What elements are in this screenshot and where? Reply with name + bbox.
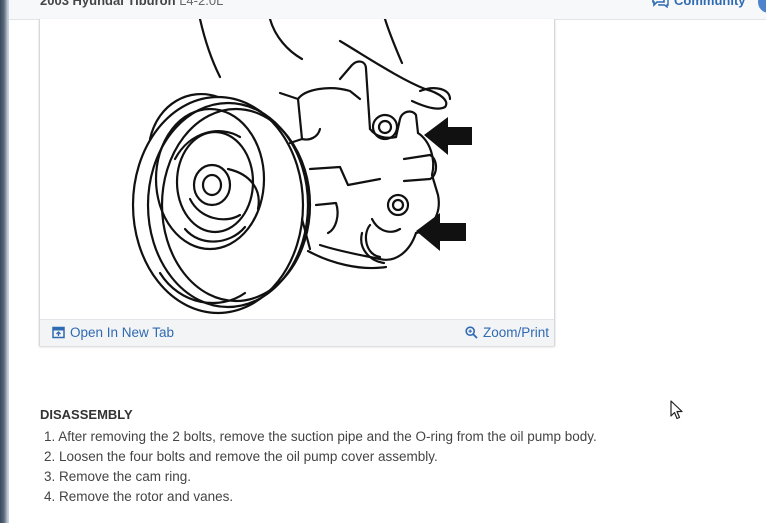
steps-list: 1. After removing the 2 bolts, remove th… xyxy=(44,427,597,507)
power-steering-pump-diagram xyxy=(131,19,472,315)
window-left-edge xyxy=(0,0,9,523)
zoom-print-label: Zoom/Print xyxy=(482,325,549,340)
open-in-new-tab-label: Open In New Tab xyxy=(70,325,175,340)
list-item: 4. Remove the rotor and vanes. xyxy=(44,489,234,504)
list-item: 2. Loosen the four bolts and remove the … xyxy=(44,449,438,464)
vehicle-name: 2003 Hyundai Tiburon xyxy=(40,0,176,8)
list-item: 1. After removing the 2 bolts, remove th… xyxy=(44,429,597,444)
avatar[interactable] xyxy=(758,0,766,13)
zoom-print-button[interactable]: Zoom/Print xyxy=(465,325,549,340)
magnifier-icon xyxy=(465,326,478,339)
list-item: 3. Remove the cam ring. xyxy=(44,469,192,484)
chat-bubble-icon xyxy=(652,0,669,8)
open-in-new-tab-button[interactable]: Open In New Tab xyxy=(52,325,174,340)
vehicle-engine: L4-2.0L xyxy=(179,0,224,8)
community-link[interactable]: Community xyxy=(652,0,746,8)
vehicle-title: 2003 Hyundai Tiburon L4-2.0L xyxy=(40,0,223,8)
figure-card: Open In New Tab Zoom/Print xyxy=(39,19,555,346)
mouse-pointer-icon xyxy=(670,400,683,420)
section-title: DISASSEMBLY xyxy=(40,407,133,422)
top-bar: 2003 Hyundai Tiburon L4-2.0L Community xyxy=(9,0,766,20)
open-tab-icon xyxy=(52,326,65,339)
figure-footer: Open In New Tab Zoom/Print xyxy=(40,319,554,346)
community-label: Community xyxy=(674,0,746,8)
